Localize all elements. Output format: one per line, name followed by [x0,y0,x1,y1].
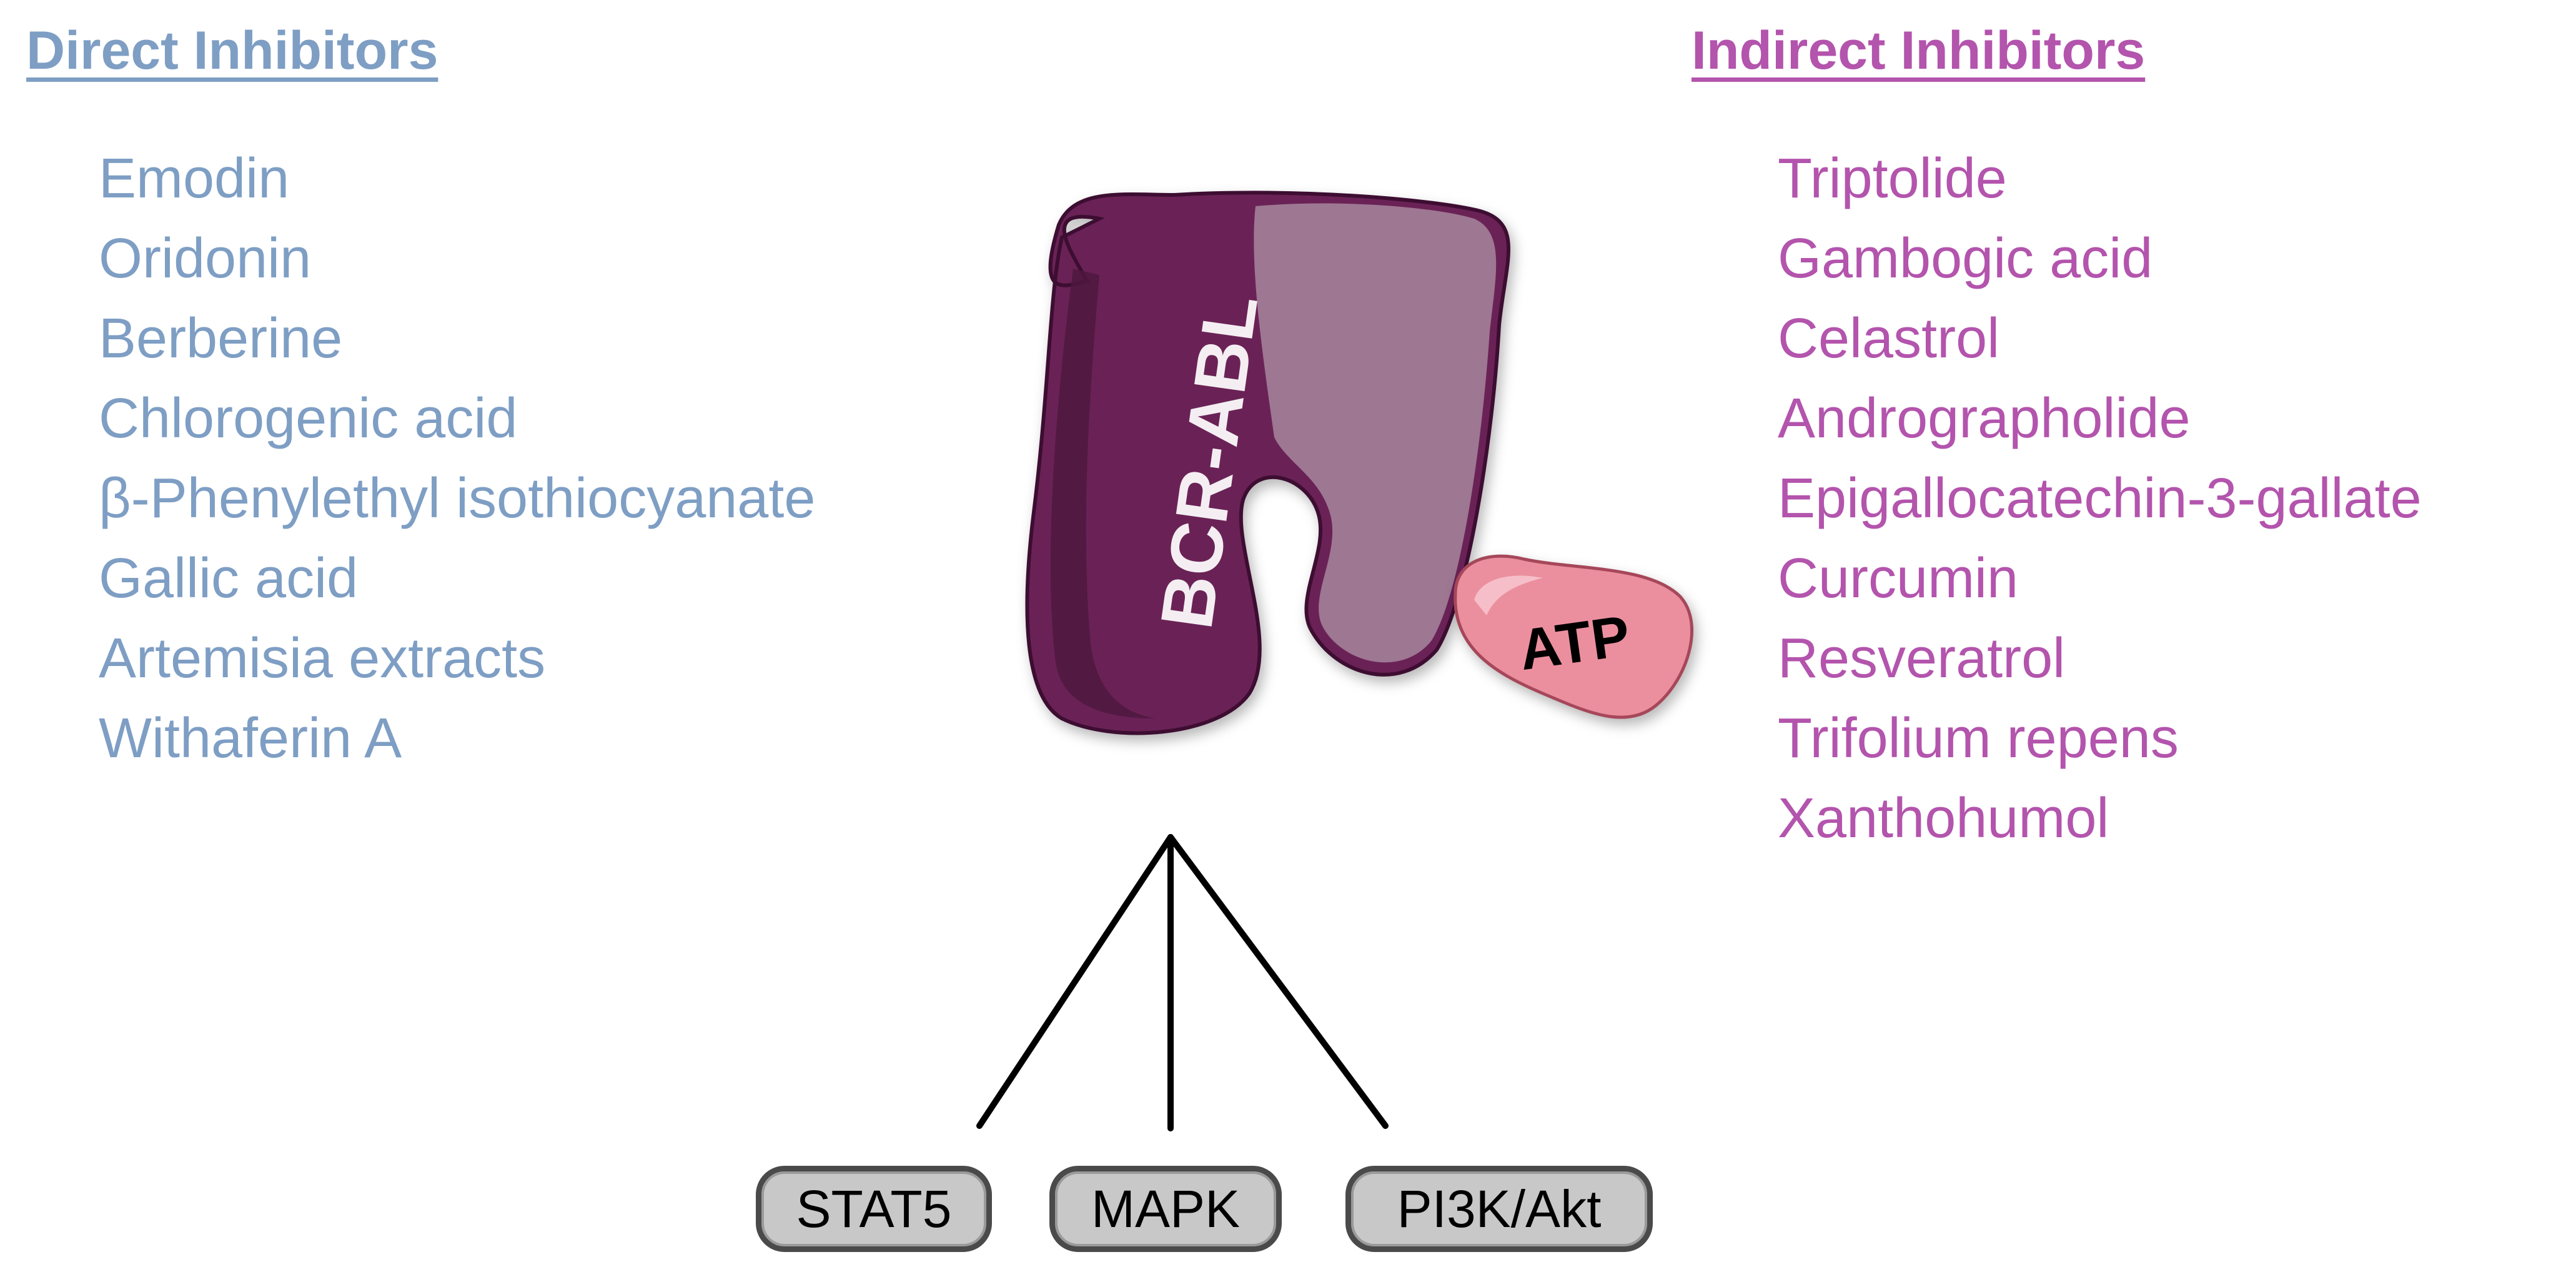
list-item: Gallic acid [99,547,359,610]
pathway-box-stat5: STAT5 [756,1166,992,1252]
list-item: Chlorogenic acid [99,387,518,450]
pathway-label: PI3K/Akt [1397,1179,1602,1238]
pathway-box-mapk: MAPK [1049,1166,1282,1252]
list-item: Triptolide [1778,147,2007,210]
atp-label: ATP [1515,604,1634,682]
list-item: Curcumin [1778,547,2019,610]
bcr-abl-shadow-band [1050,269,1156,718]
branch-line-pi3k [1167,834,1389,1129]
list-item: Oridonin [99,227,312,290]
list-item: β-Phenylethyl isothiocyanate [99,467,816,530]
branch-line-stat5 [976,834,1174,1129]
direct-inhibitors-list: Emodin Oridonin Berberine Chlorogenic ac… [99,139,815,778]
bcr-abl-highlight [1254,203,1497,663]
indirect-inhibitors-list: Triptolide Gambogic acid Celastrol Andro… [1778,139,2422,858]
pathway-box-pi3k: PI3K/Akt [1345,1166,1653,1252]
list-item: Celastrol [1778,307,2000,370]
list-item: Artemisia extracts [99,627,546,690]
list-item: Gambogic acid [1778,227,2153,290]
atp-shape [1454,554,1694,719]
list-item: Trifolium repens [1778,707,2179,770]
list-item: Andrographolide [1778,387,2191,450]
list-item: Xanthohumol [1778,787,2109,850]
list-item: Berberine [99,307,343,370]
indirect-inhibitors-heading: Indirect Inhibitors [1692,21,2146,81]
pathway-label: STAT5 [796,1179,952,1238]
atp-highlight [1474,575,1543,615]
pathway-label: MAPK [1091,1179,1241,1238]
list-item: Emodin [99,147,290,210]
list-item: Withaferin A [99,707,402,770]
direct-inhibitors-heading: Direct Inhibitors [26,21,438,81]
list-item: Epigallocatechin-3-gallate [1778,467,2422,530]
list-item: Resveratrol [1778,627,2066,690]
